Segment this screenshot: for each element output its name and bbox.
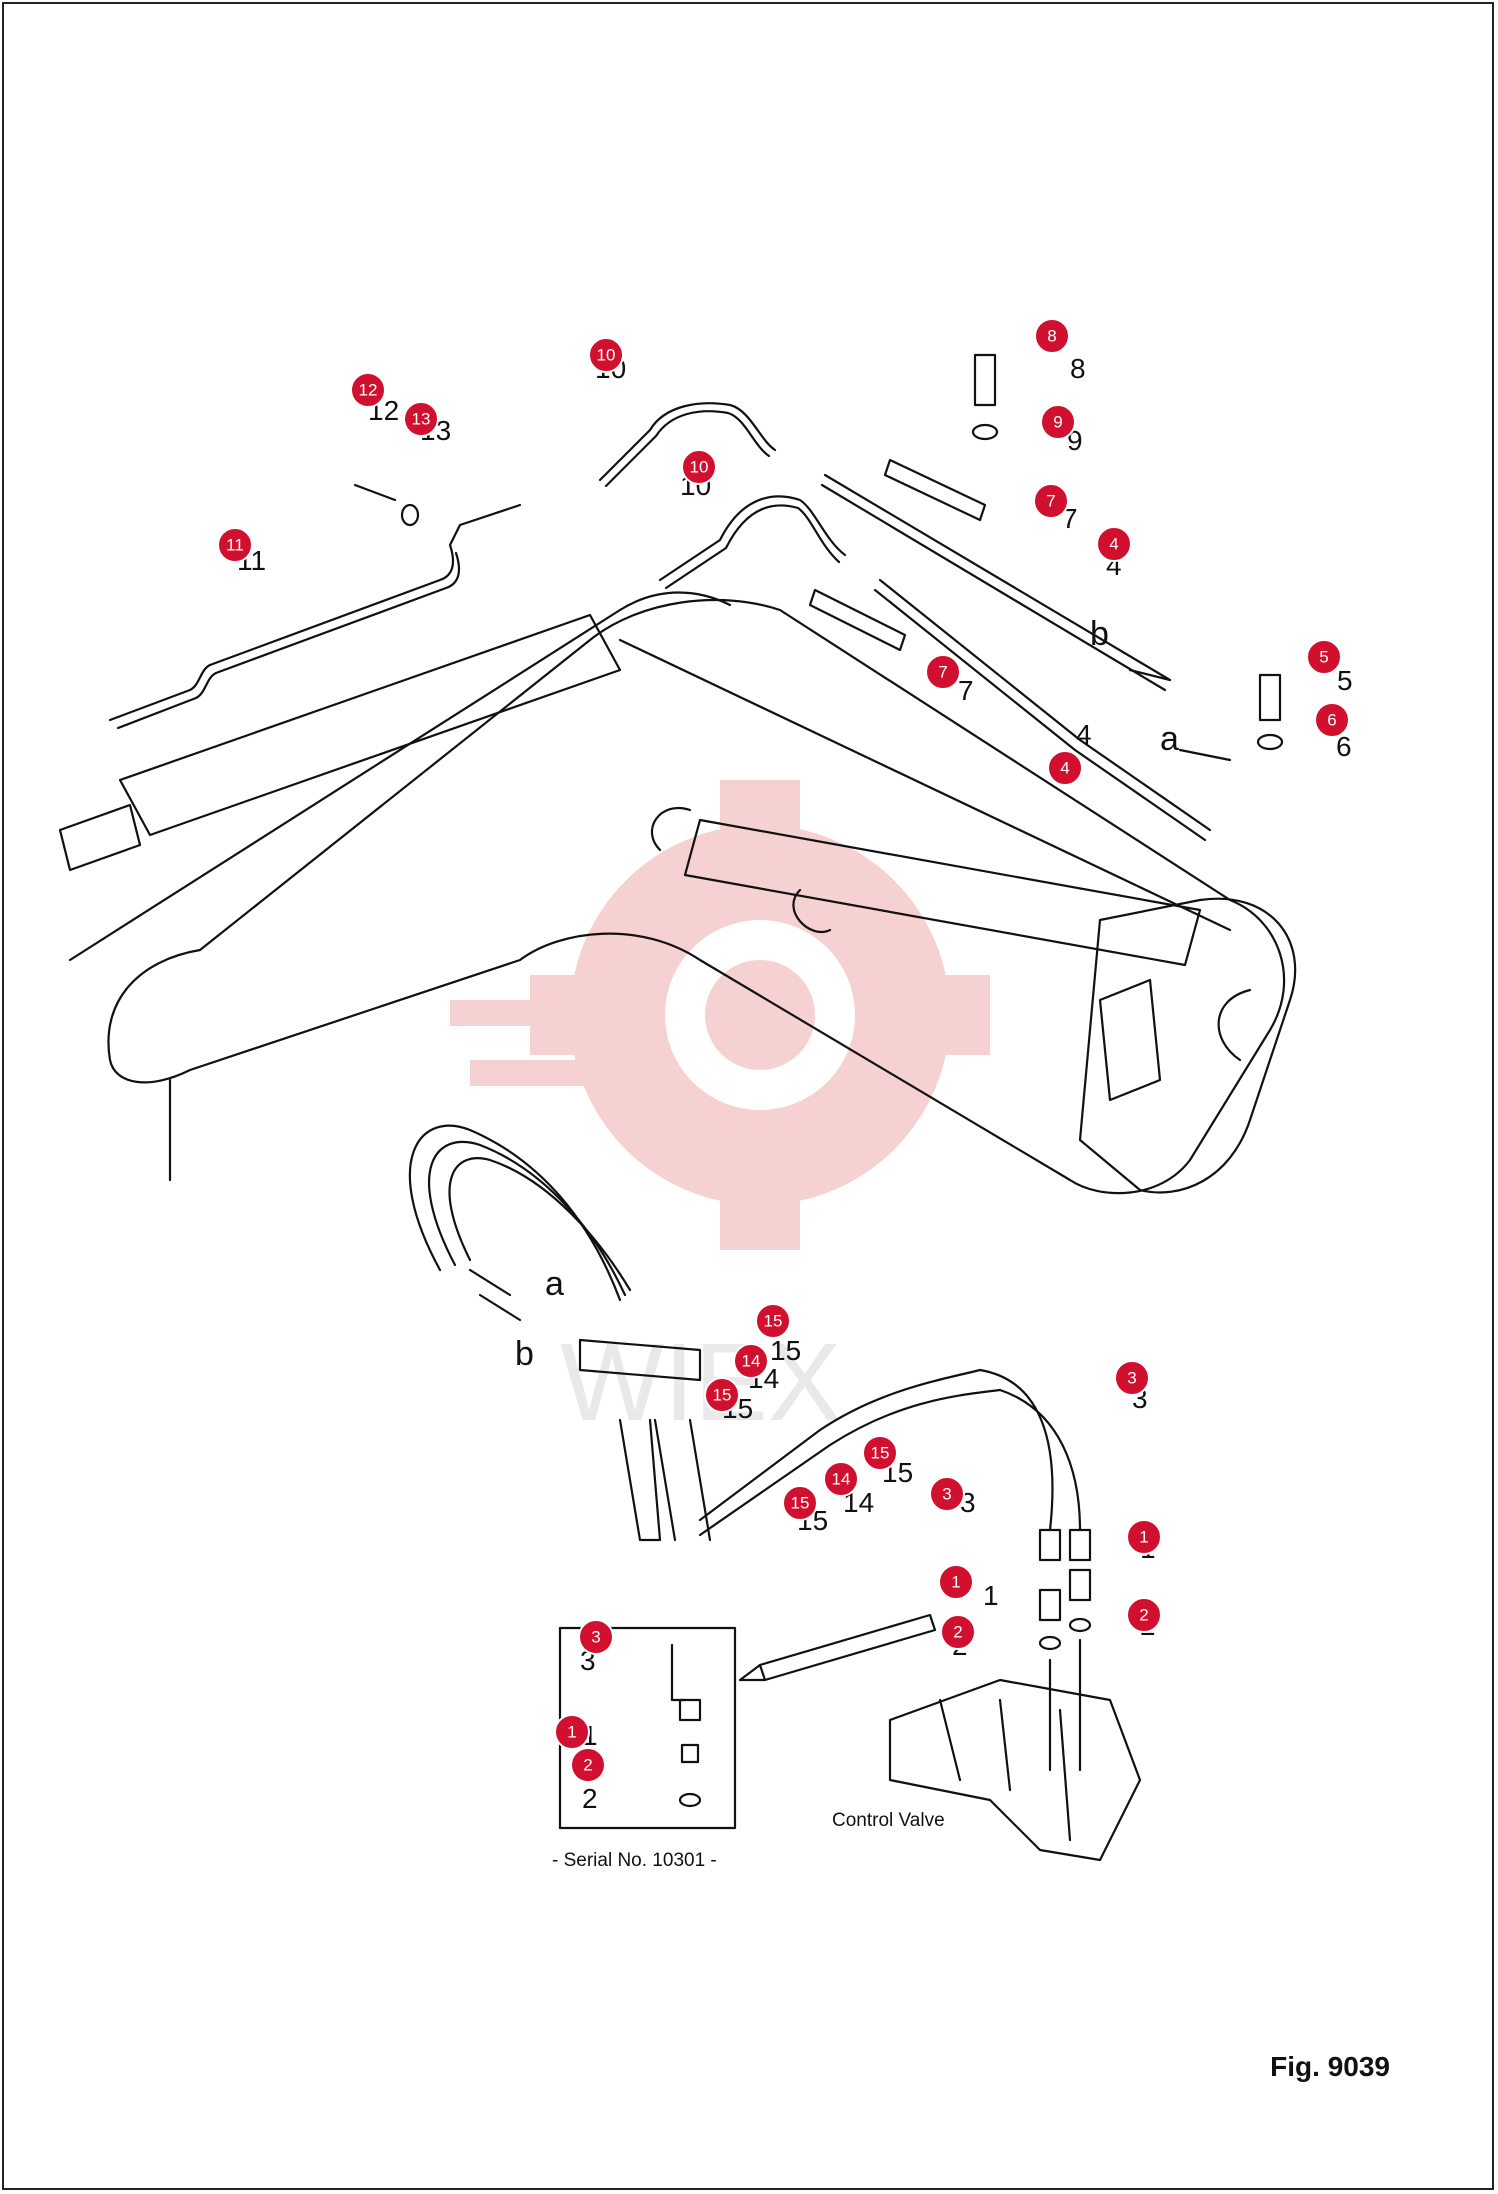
svg-text:1: 1 [567, 1723, 576, 1742]
callout-8[interactable]: 8 [1034, 318, 1070, 354]
pointer-arrow [758, 1613, 937, 1682]
pipe-4-lower [878, 578, 1212, 832]
svg-text:9: 9 [1053, 413, 1062, 432]
fitting-1a [1038, 1588, 1062, 1622]
callout-5[interactable]: 5 [1306, 639, 1342, 675]
svg-text:2: 2 [583, 1756, 592, 1775]
hose-bundle [408, 1124, 622, 1302]
svg-text:2: 2 [1139, 1606, 1148, 1625]
svg-text:2: 2 [953, 1623, 962, 1642]
bolt-5 [1258, 673, 1282, 722]
callout-2[interactable]: 2 [570, 1747, 606, 1783]
callout-4[interactable]: 4 [1096, 526, 1132, 562]
bolt-8 [973, 353, 997, 407]
svg-text:15: 15 [791, 1494, 810, 1513]
callout-9[interactable]: 9 [1040, 404, 1076, 440]
svg-text:5: 5 [1337, 665, 1353, 696]
svg-text:11: 11 [226, 536, 244, 555]
pipe-10-lower [658, 495, 847, 582]
svg-text:3: 3 [942, 1485, 951, 1504]
svg-text:13: 13 [412, 410, 431, 429]
svg-text:15: 15 [871, 1444, 890, 1463]
callout-11[interactable]: 11 [217, 527, 253, 563]
callout-2[interactable]: 2 [1126, 1597, 1162, 1633]
svg-text:10: 10 [690, 458, 709, 477]
view-letter-a-top: a [1160, 720, 1179, 758]
callout-3[interactable]: 3 [1114, 1360, 1150, 1396]
svg-text:1: 1 [1139, 1528, 1148, 1547]
callout-12[interactable]: 12 [350, 372, 386, 408]
view-letter-a-bottom: a [545, 1265, 564, 1303]
callout-1[interactable]: 1 [1126, 1519, 1162, 1555]
callout-14[interactable]: 14 [733, 1343, 769, 1379]
view-letter-b-bottom: b [515, 1335, 534, 1373]
boom-body [107, 598, 1286, 1195]
svg-text:7: 7 [958, 675, 974, 706]
callout-15[interactable]: 15 [862, 1435, 898, 1471]
callout-7[interactable]: 7 [925, 654, 961, 690]
svg-text:7: 7 [1046, 492, 1055, 511]
svg-text:14: 14 [742, 1352, 761, 1371]
callout-10[interactable]: 10 [588, 337, 624, 373]
callout-4[interactable]: 4 [1047, 750, 1083, 786]
callout-6[interactable]: 6 [1314, 702, 1350, 738]
callout-3[interactable]: 3 [578, 1619, 614, 1655]
svg-text:4: 4 [1076, 719, 1092, 750]
svg-text:8: 8 [1047, 327, 1056, 346]
view-letter-b-top: b [1090, 615, 1109, 653]
svg-text:4: 4 [1060, 759, 1069, 778]
svg-text:15: 15 [764, 1312, 783, 1331]
pipe-11 [108, 503, 522, 722]
svg-text:8: 8 [1070, 353, 1086, 384]
svg-text:1: 1 [951, 1573, 960, 1592]
callout-15[interactable]: 15 [704, 1377, 740, 1413]
svg-text:5: 5 [1319, 648, 1328, 667]
svg-text:7: 7 [938, 663, 947, 682]
callout-1[interactable]: 1 [938, 1564, 974, 1600]
boom-cylinder [118, 613, 622, 837]
svg-text:3: 3 [591, 1628, 600, 1647]
svg-text:1: 1 [983, 1580, 999, 1611]
pipe-4-upper [823, 473, 1172, 682]
callout-14[interactable]: 14 [823, 1461, 859, 1497]
arm-cylinder [683, 818, 1202, 967]
callout-7[interactable]: 7 [1033, 483, 1069, 519]
svg-text:12: 12 [359, 381, 378, 400]
svg-text:3: 3 [1127, 1369, 1136, 1388]
boom-end-bracket [1078, 897, 1297, 1194]
svg-text:6: 6 [1327, 711, 1336, 730]
callout-10[interactable]: 10 [681, 449, 717, 485]
svg-text:6: 6 [1336, 731, 1352, 762]
svg-text:14: 14 [832, 1470, 851, 1489]
clamp-7-upper [883, 458, 987, 522]
control-valve-caption: Control Valve [832, 1810, 945, 1831]
callout-3[interactable]: 3 [929, 1476, 965, 1512]
control-valve [888, 1678, 1142, 1862]
callouts: 8 10 12 13 9 10 7 11 4 5 7 6 4 15 14 3 1… [217, 318, 1350, 1783]
callout-2[interactable]: 2 [940, 1614, 976, 1650]
serial-caption: - Serial No. 10301 - [552, 1850, 717, 1871]
pipe-10-upper [598, 402, 777, 482]
callout-1[interactable]: 1 [554, 1714, 590, 1750]
callout-13[interactable]: 13 [403, 401, 439, 437]
svg-text:10: 10 [597, 346, 616, 365]
svg-text:4: 4 [1109, 535, 1118, 554]
fitting-1b [1068, 1568, 1092, 1602]
svg-text:15: 15 [770, 1335, 801, 1366]
svg-text:15: 15 [713, 1386, 732, 1405]
clamp-7-lower [808, 588, 907, 652]
bolt-12 [353, 483, 397, 502]
figure-label: Fig. 9039 [1270, 2051, 1390, 2082]
callout-15[interactable]: 15 [782, 1485, 818, 1521]
svg-text:2: 2 [582, 1783, 598, 1814]
callout-15[interactable]: 15 [755, 1303, 791, 1339]
